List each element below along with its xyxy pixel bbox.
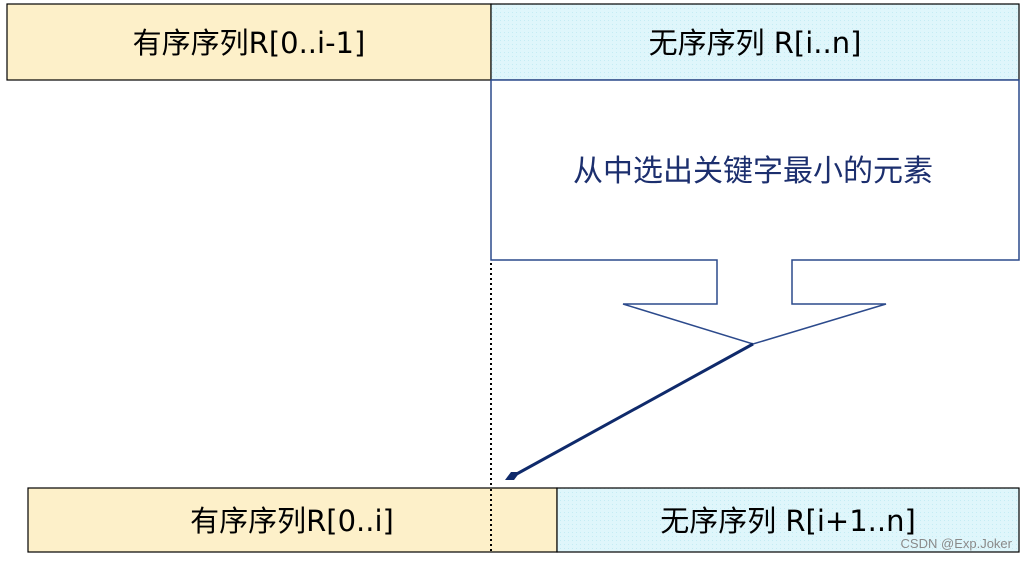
bottom-unsorted-label: 无序序列 R[i+1..n] [660, 504, 916, 538]
bottom-sorted-box [27, 487, 558, 553]
bottom-unsorted-box [556, 487, 1020, 553]
top-sorted-box [6, 3, 492, 81]
arrow-line [512, 342, 754, 478]
callout-text: 从中选出关键字最小的元素 [573, 154, 933, 189]
arrow-diamond-head [505, 472, 520, 480]
top-unsorted-label: 无序序列 R[i..n] [649, 26, 862, 60]
watermark: CSDN @Exp.Joker [901, 536, 1013, 551]
bottom-sorted-label: 有序序列R[0..i] [190, 504, 394, 538]
top-unsorted-box [490, 3, 1020, 81]
top-sorted-label: 有序序列R[0..i-1] [133, 26, 366, 60]
callout-shape [490, 79, 1020, 345]
